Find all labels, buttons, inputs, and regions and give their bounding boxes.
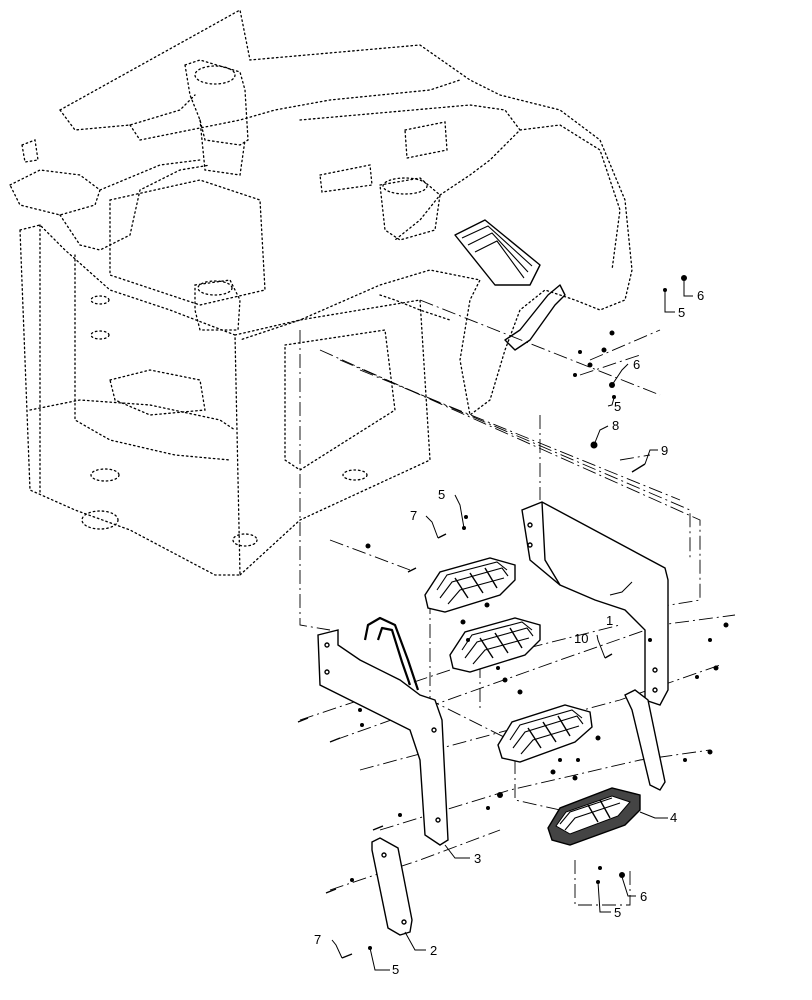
step-1 bbox=[424, 557, 516, 613]
callout-1: 1 bbox=[606, 613, 613, 628]
callout-10: 10 bbox=[574, 631, 588, 646]
leader-lines bbox=[331, 280, 693, 971]
callout-6-top: 6 bbox=[697, 288, 704, 303]
callout-7-mid: 7 bbox=[410, 508, 417, 523]
callout-8: 8 bbox=[612, 418, 619, 433]
callout-5-bottom-left: 5 bbox=[392, 962, 399, 977]
callout-2: 2 bbox=[430, 943, 437, 958]
callout-7-bottom: 7 bbox=[314, 932, 321, 947]
step-part-4 bbox=[547, 787, 641, 846]
callout-5-bottom-right: 5 bbox=[614, 905, 621, 920]
callout-5-mid: 5 bbox=[614, 399, 621, 414]
callout-labels: 1 2 3 4 5 5 5 5 5 6 6 6 7 7 8 9 10 bbox=[314, 288, 704, 977]
callout-5-left: 5 bbox=[438, 487, 445, 502]
callout-9: 9 bbox=[661, 443, 668, 458]
machine-frame bbox=[9, 8, 633, 576]
callout-5-top: 5 bbox=[678, 305, 685, 320]
fender-step bbox=[454, 219, 541, 286]
bracket-part-1 bbox=[521, 501, 669, 706]
step-3 bbox=[497, 704, 593, 763]
hardware bbox=[297, 275, 729, 959]
callout-3: 3 bbox=[474, 851, 481, 866]
side-plate-part-3 bbox=[317, 616, 449, 846]
spacer-plate bbox=[624, 689, 666, 791]
callout-6-mid: 6 bbox=[633, 357, 640, 372]
fender-handle bbox=[504, 284, 566, 351]
callout-4: 4 bbox=[670, 810, 677, 825]
callout-6-bottom: 6 bbox=[640, 889, 647, 904]
plate-part-2 bbox=[371, 837, 413, 936]
step-2 bbox=[449, 617, 541, 673]
